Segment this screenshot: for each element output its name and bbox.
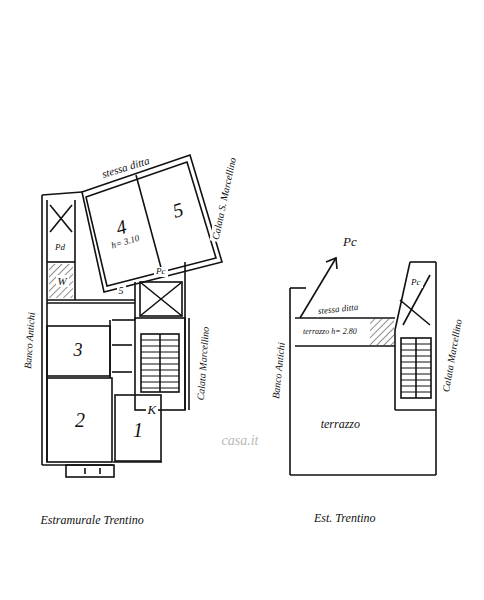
- room-code: Pc: [154, 267, 168, 277]
- room-code: Pc: [409, 278, 423, 288]
- room-code: Pd: [53, 243, 67, 253]
- room-area: 4h= 3.10: [99, 209, 146, 254]
- room-label: 2: [73, 409, 87, 431]
- street-name: Est. Trentino: [312, 512, 378, 525]
- room-area: 2: [70, 407, 90, 433]
- room-code: W: [56, 275, 69, 287]
- street-name: Banco Antichi: [269, 339, 286, 401]
- room-area: 5: [165, 195, 191, 226]
- walls: [42, 155, 436, 477]
- room-label: 1: [131, 419, 145, 441]
- street-name: Estramurale Trentino: [39, 514, 146, 527]
- terrace-height: terrazzo h= 2.80: [301, 328, 359, 337]
- room-code: K: [146, 403, 159, 417]
- room-label: terrazzo: [318, 418, 362, 431]
- street-name: Banco Antichi: [21, 309, 36, 370]
- room-area: terrazzo: [315, 416, 365, 433]
- street-name: Calata Marcellino: [440, 316, 464, 395]
- room-code: Pc: [341, 235, 359, 249]
- room-area: 1: [128, 417, 148, 443]
- street-name: Calata Marcellino: [195, 324, 211, 402]
- street-name: Calata S. Marcellino: [209, 154, 238, 242]
- room-label: 3: [72, 341, 85, 361]
- room-area: 3: [69, 339, 88, 363]
- room-label: 5: [168, 197, 188, 222]
- watermark: casa.it: [220, 433, 261, 448]
- room-number: 5: [117, 285, 126, 296]
- neighbour-note: stessa ditta: [316, 303, 361, 317]
